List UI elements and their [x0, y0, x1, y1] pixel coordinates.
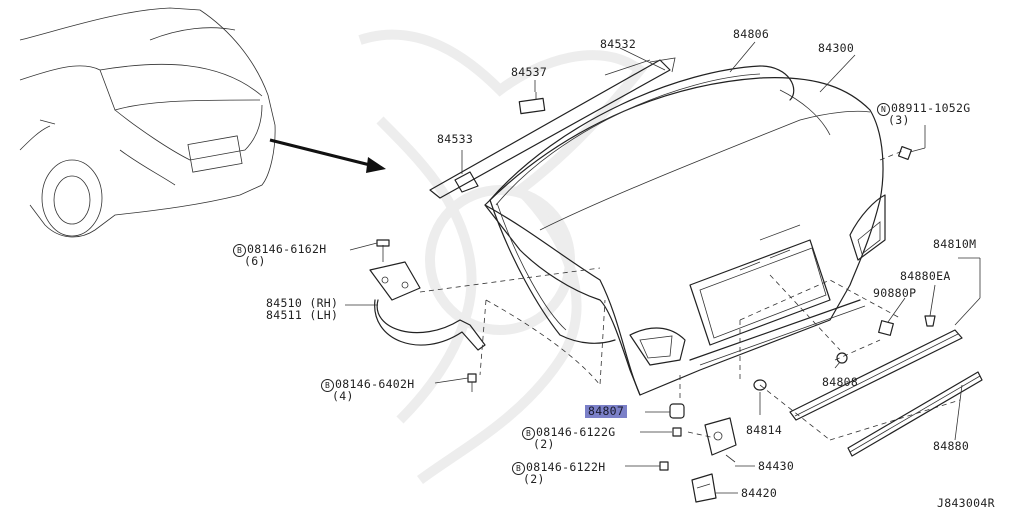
qty-label-08146-6122h: (2)	[523, 472, 545, 486]
part-label-84510: 84510 (RH)	[266, 296, 339, 310]
vehicle-overview-sketch	[19, 7, 276, 238]
part-label-90880p: 90880P	[873, 286, 917, 300]
view-arrow	[269, 138, 386, 173]
trunk-lock	[704, 417, 737, 463]
weatherstrip-seal	[489, 65, 795, 344]
part-label-84814: 84814	[746, 423, 783, 437]
qty-label-08146-6122g: (2)	[533, 437, 555, 451]
part-label-84880ea: 84880EA	[900, 269, 951, 283]
part-label-84537: 84537	[511, 65, 548, 79]
bolt-symbol-icon: B	[321, 379, 334, 392]
part-label-84420: 84420	[741, 486, 778, 500]
trunk-lid	[484, 77, 886, 396]
qty-label-08911-1052g: (3)	[888, 113, 910, 127]
trunk-striker	[691, 473, 717, 503]
part-label-84880: 84880	[933, 439, 970, 453]
qty-label-08146-6402h: (4)	[332, 389, 354, 403]
part-label-84300: 84300	[818, 41, 855, 55]
part-label-84808: 84808	[822, 375, 859, 389]
part-label-84810m: 84810M	[933, 237, 977, 251]
bolt-symbol-icon: B	[233, 244, 246, 257]
bolt-symbol-icon: B	[512, 462, 525, 475]
part-number: 08146-6162H	[247, 242, 327, 256]
part-label-84511: 84511 (LH)	[266, 308, 339, 322]
part-label-84807-highlighted[interactable]: 84807	[585, 405, 628, 418]
part-label-84430: 84430	[758, 459, 795, 473]
torsion-bars	[429, 57, 676, 199]
nut-symbol-icon: N	[877, 103, 890, 116]
assembly-lines	[419, 149, 961, 441]
part-label-84806: 84806	[733, 27, 770, 41]
leader-lines	[345, 41, 981, 494]
qty-label-08146-6162h: (6)	[244, 254, 266, 268]
trunk-hinge	[369, 239, 486, 351]
trunk-finisher	[789, 329, 963, 421]
part-label-84532: 84532	[600, 37, 637, 51]
bolt-symbol-icon: B	[522, 427, 535, 440]
part-number: 08146-6402H	[335, 377, 415, 391]
part-label-84533: 84533	[437, 132, 474, 146]
part-number: 08146-6122H	[526, 460, 606, 474]
part-number: 08146-6122G	[536, 425, 616, 439]
lower-trim-strip	[847, 371, 983, 457]
bolt-6402h	[467, 373, 477, 392]
bar-clip	[518, 92, 546, 115]
part-number: 08911-1052G	[891, 101, 971, 115]
diagram-code: J843004R	[937, 496, 995, 510]
